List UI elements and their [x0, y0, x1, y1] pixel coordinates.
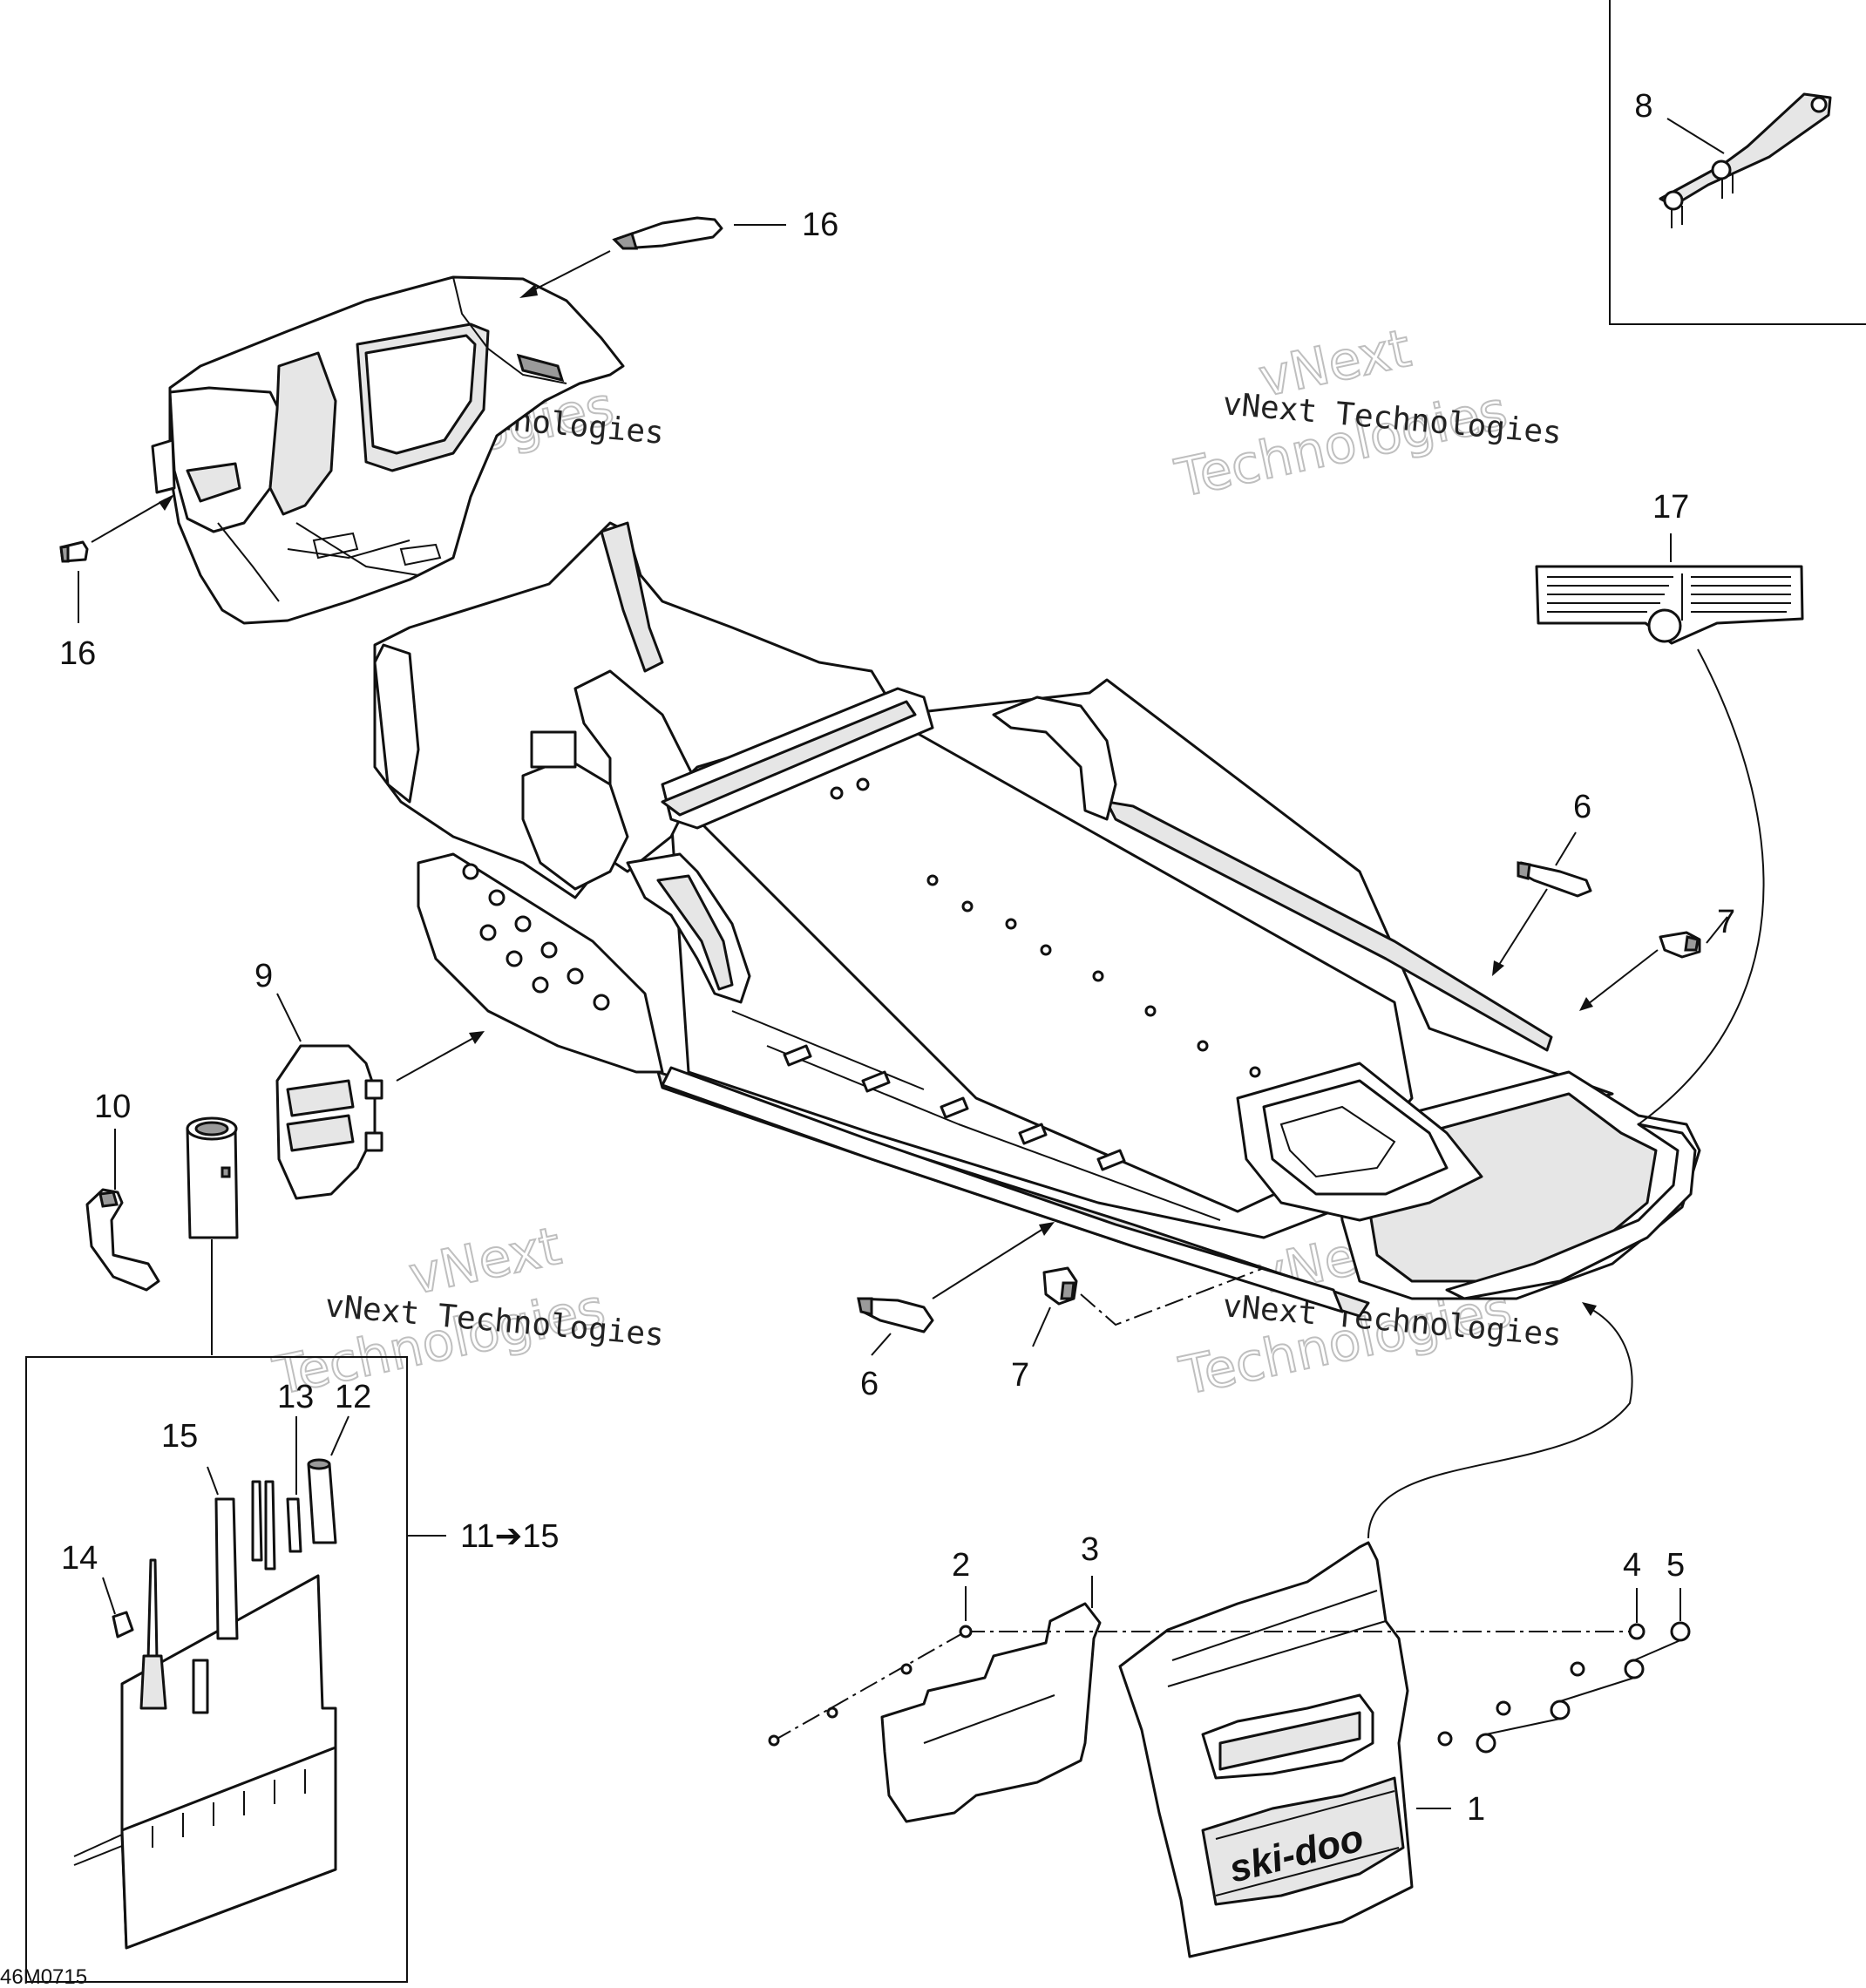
callout-16-top: 16	[802, 207, 838, 243]
callout-8: 8	[1634, 88, 1652, 125]
part-9: 9	[254, 958, 383, 1200]
part-2-nuts	[768, 1625, 973, 1747]
part-10: 10	[85, 1089, 160, 1292]
part-7-right: 7	[1579, 904, 1735, 1011]
tool-pouch	[73, 1574, 337, 1950]
part-16-left: 16	[59, 494, 174, 672]
callout-17: 17	[1652, 489, 1689, 526]
part-16-top: 16	[519, 207, 838, 298]
callout-14: 14	[61, 1540, 98, 1577]
part-17-decal: 17	[1535, 489, 1804, 1125]
callout-1: 1	[1467, 1791, 1485, 1828]
tool-kit-tube	[186, 1116, 239, 1355]
callout-15: 15	[161, 1418, 198, 1455]
part-5-bushings	[1476, 1621, 1691, 1754]
part-4-washers	[1437, 1623, 1645, 1747]
callout-6-bottom: 6	[860, 1366, 879, 1402]
callout-7-right: 7	[1717, 904, 1735, 940]
chassis-frame	[373, 521, 1701, 1318]
callout-2: 2	[952, 1547, 970, 1584]
callout-6-right: 6	[1573, 789, 1591, 825]
callout-12: 12	[335, 1379, 371, 1415]
callout-4: 4	[1623, 1547, 1641, 1584]
part-7-bottom: 7	[1011, 1266, 1265, 1394]
part-6-right: 6	[1492, 789, 1592, 976]
arrow-part-9	[396, 1036, 476, 1082]
callout-16-left: 16	[59, 635, 96, 672]
tool-set	[112, 1458, 337, 1714]
callout-9: 9	[254, 958, 273, 994]
callout-3: 3	[1081, 1531, 1099, 1568]
rear-flap-assembly: ski-doo 1 3 2 4	[768, 1302, 1691, 1958]
front-cowl-assembly	[151, 275, 625, 625]
part-6-bottom: 6	[857, 1222, 1055, 1402]
drawing-code: 46M0715	[0, 1965, 87, 1988]
callout-10: 10	[94, 1089, 131, 1125]
part-1-flap: ski-doo	[1118, 1541, 1414, 1958]
inset-box-part-8: 8	[1609, 0, 1866, 325]
inset-box-tool-kit: 11➔15 15 13 12 14	[25, 1356, 560, 1983]
callout-5: 5	[1666, 1547, 1685, 1584]
callout-7-bottom: 7	[1011, 1357, 1029, 1394]
callout-11-15: 11➔15	[460, 1518, 560, 1555]
bracket-part-8	[1659, 92, 1832, 228]
part-3-plate	[880, 1602, 1102, 1823]
callout-13: 13	[277, 1379, 314, 1415]
